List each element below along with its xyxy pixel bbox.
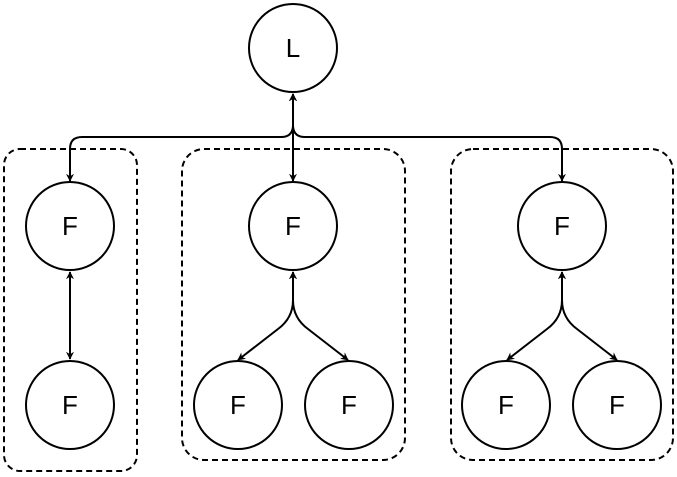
- group-1-member-node: F: [25, 360, 115, 450]
- group-3-member-2-label: F: [609, 390, 625, 420]
- group-1-head-node: F: [25, 181, 115, 271]
- group-1-member-label: F: [62, 390, 78, 420]
- group-3-member-1-node: F: [461, 360, 551, 450]
- group-2-member-1-node: F: [193, 360, 283, 450]
- leader-node: L: [248, 3, 338, 93]
- group-2-member-2-node: F: [304, 360, 394, 450]
- edge-group-2-head-to-member-2: [289, 271, 349, 361]
- group-1-head-label: F: [62, 211, 78, 241]
- group-3-head-label: F: [554, 211, 570, 241]
- edge-leader-to-group-3: [289, 93, 566, 182]
- edge-leader-to-group-1: [66, 93, 297, 182]
- group-2-member-2-label: F: [341, 390, 357, 420]
- edge-group-3-head-to-member-2: [558, 271, 618, 361]
- group-2-head-label: F: [285, 211, 301, 241]
- group-3-member-2-node: F: [572, 360, 662, 450]
- group-3-head-node: F: [517, 181, 607, 271]
- edge-group-2-head-to-member-1: [237, 271, 297, 361]
- group-3-member-1-label: F: [498, 390, 514, 420]
- group-2-box: [181, 148, 406, 461]
- group-2-member-1-label: F: [230, 390, 246, 420]
- group-2-head-node: F: [248, 181, 338, 271]
- leader-node-label: L: [286, 33, 300, 63]
- group-3-box: [450, 148, 674, 461]
- edge-group-3-head-to-member-1: [506, 271, 566, 361]
